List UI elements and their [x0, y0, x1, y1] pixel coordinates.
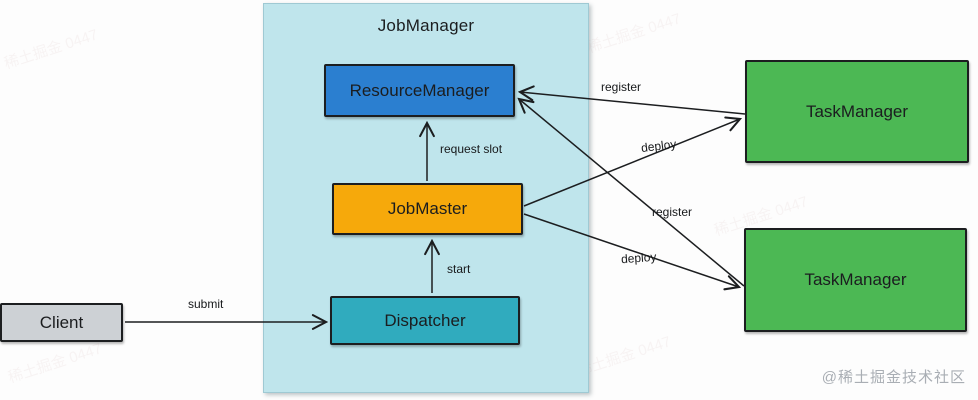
juejin-watermark: @稀土掘金技术社区 [821, 369, 966, 386]
edge-deploy-1-label: deploy [640, 136, 678, 156]
node-client: Client [0, 303, 123, 342]
node-dispatcher-label: Dispatcher [384, 310, 466, 330]
jobmanager-group-title: JobManager [377, 16, 475, 35]
edge-submit-label: submit [188, 297, 224, 311]
node-task-manager-1-label: TaskManager [805, 101, 909, 121]
node-job-master-label: JobMaster [387, 199, 468, 218]
node-resource-manager-label: ResourceManager [349, 80, 490, 100]
watermark-text: 稀土掘金 0447 [585, 10, 684, 57]
watermark-text: 稀土掘金 0447 [575, 333, 674, 380]
edge-register-1-label: register [601, 80, 642, 94]
node-resource-manager: ResourceManager [324, 64, 515, 117]
node-client-label: Client [39, 312, 84, 332]
node-task-manager-2-label: TaskManager [804, 270, 907, 289]
edge-start-label: start [447, 262, 471, 276]
watermark-text: 稀土掘金 0447 [6, 340, 105, 387]
edge-request-slot-label: request slot [440, 142, 503, 156]
edge-register-2-label: register [652, 205, 693, 219]
node-task-manager-2: TaskManager [744, 228, 967, 332]
node-task-manager-1: TaskManager [745, 60, 969, 163]
edge-deploy-2-label: deploy [620, 249, 657, 267]
node-job-master: JobMaster [332, 183, 523, 235]
watermark-text: 稀土掘金 0447 [2, 26, 101, 73]
node-dispatcher: Dispatcher [330, 296, 520, 345]
